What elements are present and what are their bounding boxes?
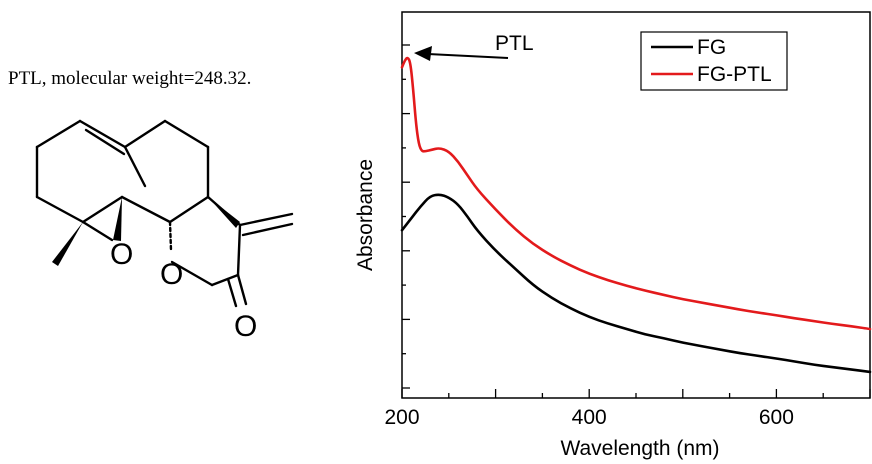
carbonyl-bond-2: [226, 277, 238, 308]
annotation-label: PTL: [495, 32, 534, 55]
methyl-bond: [123, 145, 147, 188]
bond: [168, 195, 210, 224]
plot-frame: [401, 11, 871, 399]
ptl-annotation: PTL: [414, 32, 534, 61]
bond: [81, 195, 124, 224]
series-line-fg: [400, 193, 872, 374]
x-tick-label: 200: [384, 406, 419, 429]
lactone-oxygen-label: O: [160, 258, 183, 291]
epoxide-oxygen-label: O: [110, 238, 133, 271]
molecule-caption: PTL, molecular weight=248.32.: [8, 68, 251, 89]
annotation-arrow-line: [427, 53, 509, 59]
x-axis-ticks: 200 400 600: [384, 389, 871, 429]
legend: FG FG-PTL: [640, 31, 788, 91]
y-axis-title: Absorbance: [354, 159, 377, 271]
bond: [35, 195, 85, 224]
bond: [78, 119, 127, 149]
bond: [163, 119, 210, 149]
legend-label-fg-ptl: FG-PTL: [697, 63, 772, 86]
series-line-fg-ptl: [400, 56, 872, 331]
bond: [236, 223, 242, 277]
carbonyl-oxygen-label: O: [234, 310, 257, 343]
hashed-bond: [168, 220, 173, 252]
wedge-bond: [113, 197, 122, 241]
bond: [210, 273, 240, 287]
annotation-arrow-head: [414, 46, 432, 61]
methylene-bond: [238, 212, 294, 227]
methyl-wedge: [52, 222, 83, 266]
bond: [35, 119, 82, 149]
legend-label-fg: FG: [697, 36, 726, 59]
carbonyl-bond: [236, 273, 248, 306]
double-bond-inner: [84, 128, 126, 156]
bond: [120, 195, 172, 224]
wedge-bond-2: [208, 197, 240, 228]
legend-box: [640, 31, 788, 91]
methylene-bond-2: [241, 222, 294, 237]
epoxide-bond: [81, 220, 114, 242]
x-tick-label: 600: [759, 406, 794, 429]
bond: [123, 119, 167, 149]
ptl-structure: O O O: [35, 119, 294, 343]
y-axis-ticks: [402, 44, 410, 389]
series-lines: [400, 56, 872, 374]
bond: [170, 260, 214, 287]
x-axis-title: Wavelength (nm): [560, 437, 719, 460]
absorbance-chart: 200 400 600 Absorbance Wavelength (nm) PTL…: [354, 11, 872, 460]
x-tick-label: 400: [572, 406, 607, 429]
